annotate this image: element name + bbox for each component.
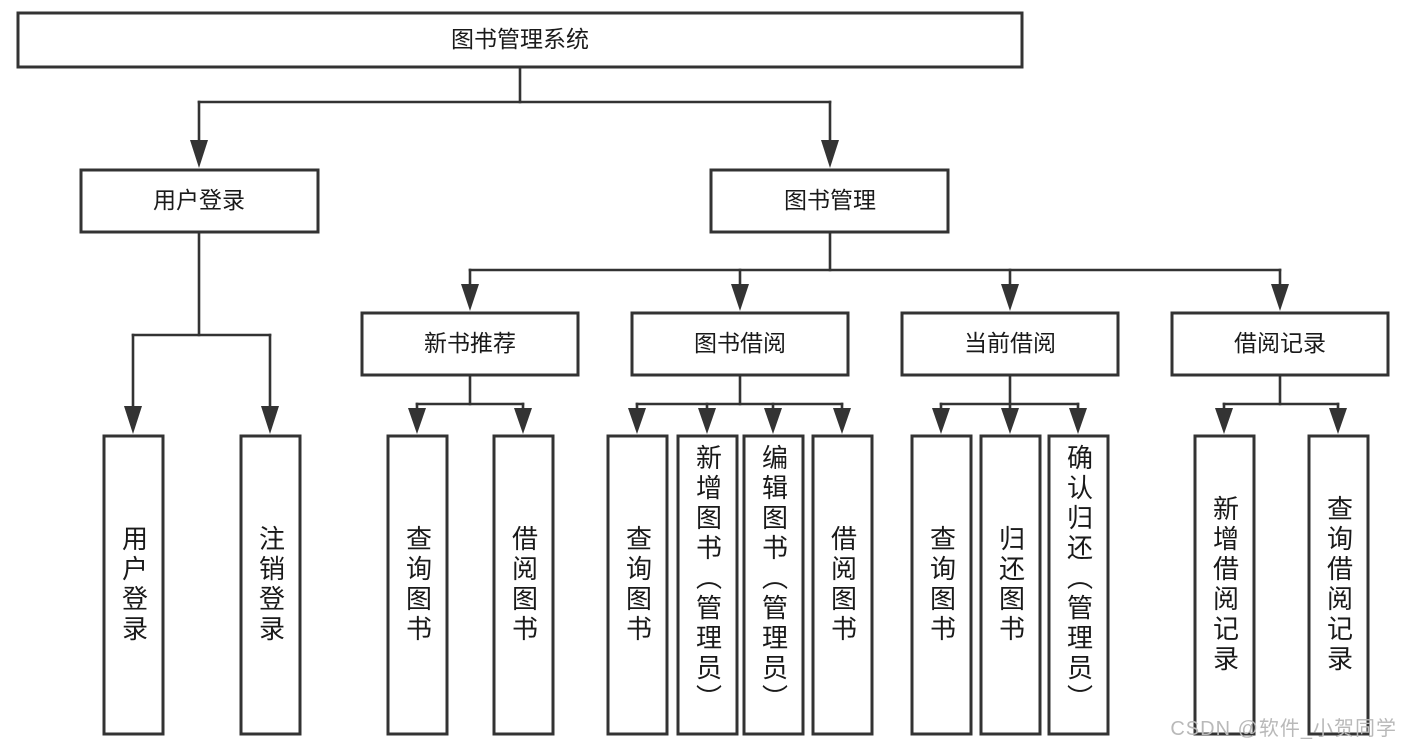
node-leaf-user-login-box[interactable]: [102, 434, 165, 736]
leaf-label-wrap-query-book-1: 查询图书: [388, 436, 447, 734]
arrowhead-leaf-add-record: [1215, 408, 1233, 434]
leaf-label-wrap-borrow-book-1: 借阅图书: [494, 436, 553, 734]
node-leaf-add-record-label: 新增借阅记录: [1209, 495, 1240, 675]
edge-group-new-book-rec-to-leaves: [408, 373, 532, 434]
node-leaf-edit-book-box[interactable]: [742, 434, 805, 736]
node-borrow-record-label: 借阅记录: [1234, 330, 1326, 356]
node-leaf-query-record-box[interactable]: [1307, 434, 1370, 736]
arrowhead-leaf-return-book: [1001, 408, 1019, 434]
node-book-manage-label: 图书管理: [784, 187, 876, 213]
node-book-manage-box[interactable]: [709, 168, 950, 234]
arrowhead-leaf-query-book-3: [932, 408, 950, 434]
arrowhead-current-borrow: [1001, 284, 1019, 311]
node-leaf-add-record-box[interactable]: [1193, 434, 1256, 736]
node-leaf-add-book-box[interactable]: [676, 434, 739, 736]
node-leaf-edit-book-label: 编辑图书（管理员）: [758, 444, 789, 714]
node-leaf-confirm-return-label: 确认归还（管理员）: [1063, 444, 1094, 714]
arrowhead-book-manage: [821, 140, 839, 168]
node-new-book-rec-label: 新书推荐: [424, 330, 516, 356]
leaf-label-wrap-confirm-return: 确认归还（管理员）: [1049, 436, 1108, 734]
arrowhead-new-book-rec: [461, 284, 479, 311]
node-new-book-rec[interactable]: 新书推荐: [360, 311, 580, 377]
node-current-borrow[interactable]: 当前借阅: [900, 311, 1120, 377]
arrowhead-leaf-confirm-return: [1069, 408, 1087, 434]
leaf-label-wrap-return-book: 归还图书: [981, 436, 1040, 734]
arrowhead-leaf-borrow-book-1: [514, 408, 532, 434]
leaf-label-wrap-edit-book: 编辑图书（管理员）: [744, 436, 803, 734]
node-new-book-rec-box[interactable]: [360, 311, 580, 377]
arrowhead-leaf-add-book: [698, 408, 716, 434]
node-leaf-return-book-box[interactable]: [979, 434, 1042, 736]
arrowhead-leaf-query-record: [1329, 408, 1347, 434]
node-user-login[interactable]: 用户登录: [79, 168, 320, 234]
edge-group-book-borrow-to-leaves: [628, 373, 851, 434]
node-book-borrow-box[interactable]: [630, 311, 850, 377]
node-leaf-query-book-2-label: 查询图书: [622, 525, 653, 645]
node-leaf-add-book-label: 新增图书（管理员）: [692, 444, 723, 714]
edge-group-borrow-record-to-leaves: [1215, 373, 1347, 434]
node-current-borrow-box[interactable]: [900, 311, 1120, 377]
node-leaf-query-record-label: 查询借阅记录: [1323, 495, 1354, 675]
node-leaf-query-book-3-box[interactable]: [910, 434, 973, 736]
node-root-label: 图书管理系统: [451, 26, 589, 52]
arrowhead-borrow-record: [1271, 284, 1289, 311]
node-leaf-return-book-label: 归还图书: [995, 525, 1026, 645]
arrowhead-leaf-edit-book: [764, 408, 782, 434]
edge-group-user-login-to-leaves: [124, 230, 279, 434]
node-leaf-borrow-book-2-label: 借阅图书: [827, 525, 858, 645]
node-borrow-record-box[interactable]: [1170, 311, 1390, 377]
arrowhead-leaf-query-book-2: [628, 408, 646, 434]
node-leaf-query-book-1-box[interactable]: [386, 434, 449, 736]
node-leaf-borrow-book-2-box[interactable]: [811, 434, 874, 736]
node-leaf-user-logout-label: 注销登录: [255, 525, 286, 645]
node-current-borrow-label: 当前借阅: [964, 330, 1056, 356]
node-user-login-label: 用户登录: [153, 187, 245, 213]
node-root[interactable]: 图书管理系统: [16, 11, 1024, 69]
node-book-manage[interactable]: 图书管理: [709, 168, 950, 234]
edge-group-current-borrow-to-leaves: [932, 373, 1087, 434]
arrowhead-book-borrow: [731, 284, 749, 311]
node-leaf-user-login-label: 用户登录: [118, 525, 149, 645]
edge-group-root-to-level2: [190, 65, 839, 168]
leaf-label-wrap-query-record: 查询借阅记录: [1309, 436, 1368, 734]
node-book-borrow-label: 图书借阅: [694, 330, 786, 356]
node-leaf-query-book-3-label: 查询图书: [926, 525, 957, 645]
arrowhead-leaf-user-login: [124, 406, 142, 434]
leaf-label-wrap-query-book-3: 查询图书: [912, 436, 971, 734]
leaf-label-wrap-add-book: 新增图书（管理员）: [678, 436, 737, 734]
leaf-label-wrap-borrow-book-2: 借阅图书: [813, 436, 872, 734]
arrowhead-leaf-query-book-1: [408, 408, 426, 434]
node-leaf-borrow-book-1-box[interactable]: [492, 434, 555, 736]
leaf-label-wrap-user-logout: 注销登录: [241, 436, 300, 734]
node-leaf-borrow-book-1-label: 借阅图书: [508, 525, 539, 645]
node-leaf-user-logout-box[interactable]: [239, 434, 302, 736]
leaf-label-wrap-query-book-2: 查询图书: [608, 436, 667, 734]
arrowhead-leaf-user-logout: [261, 406, 279, 434]
node-leaf-query-book-1-label: 查询图书: [402, 525, 433, 645]
arrowhead-leaf-borrow-book-2: [833, 408, 851, 434]
leaf-label-wrap-add-record: 新增借阅记录: [1195, 436, 1254, 734]
arrowhead-user-login: [190, 140, 208, 168]
node-book-borrow[interactable]: 图书借阅: [630, 311, 850, 377]
node-user-login-box[interactable]: [79, 168, 320, 234]
node-leaf-query-book-2-box[interactable]: [606, 434, 669, 736]
node-leaf-confirm-return-box[interactable]: [1047, 434, 1110, 736]
node-root-box[interactable]: [16, 11, 1024, 69]
node-borrow-record[interactable]: 借阅记录: [1170, 311, 1390, 377]
csdn-watermark: CSDN @软件_小贺同学: [1170, 718, 1397, 740]
leaf-label-wrap-user-login: 用户登录: [104, 436, 163, 734]
edge-group-book-manage-to-level3: [461, 230, 1289, 311]
